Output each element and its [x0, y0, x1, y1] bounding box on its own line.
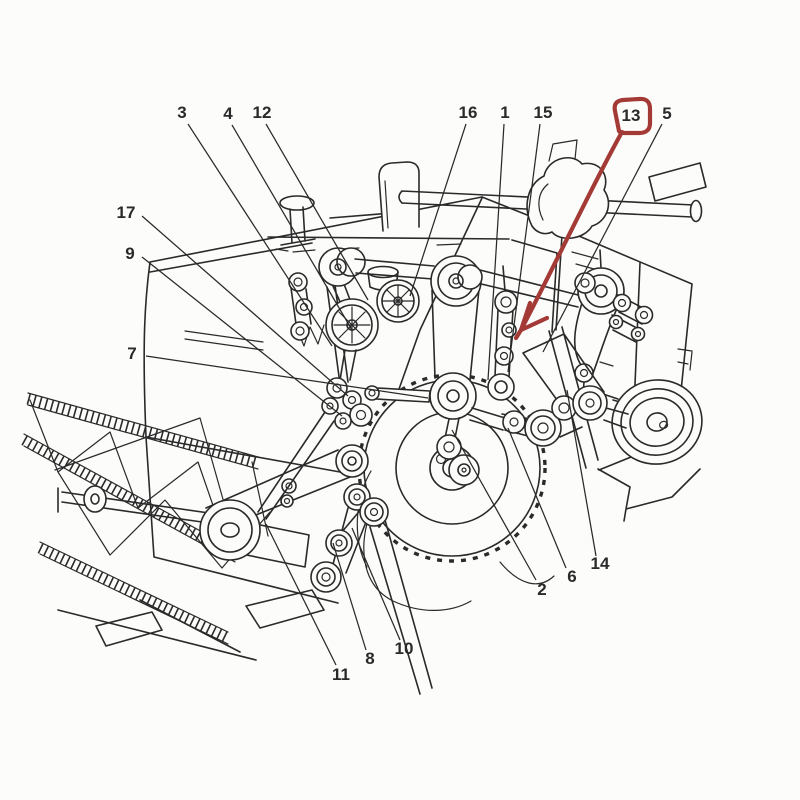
- callout-11: 11: [332, 665, 350, 684]
- leader-line-15: [507, 123, 541, 373]
- callout-9: 9: [125, 244, 134, 263]
- right-pulley-cluster: [573, 249, 654, 396]
- highlight-arrow-shaft: [518, 129, 625, 333]
- callout-12: 12: [253, 103, 272, 122]
- filler-cap: [279, 195, 315, 211]
- leader-line-12: [265, 123, 369, 301]
- callout-8: 8: [365, 649, 374, 668]
- tensioner-linkage: [487, 265, 518, 401]
- leader-line-8: [332, 542, 367, 651]
- header-drive-pulleys: [199, 444, 433, 695]
- lower-pulley-row: [501, 326, 629, 469]
- leader-line-11: [265, 523, 337, 666]
- crank-handle: [375, 387, 431, 403]
- leader-line-1: [487, 123, 505, 381]
- leader-line-4: [231, 124, 353, 331]
- leader-line-6: [507, 427, 567, 569]
- callout-4: 4: [223, 104, 233, 123]
- leader-line-10: [351, 527, 401, 641]
- callout-3: 3: [177, 103, 186, 122]
- callout-1: 1: [500, 103, 509, 122]
- leader-line-9: [141, 256, 343, 417]
- leader-line-3: [187, 123, 333, 347]
- callout-17: 17: [117, 203, 136, 222]
- callout-5: 5: [662, 104, 671, 123]
- left-pulley-cluster: [257, 247, 379, 520]
- callout-6: 6: [567, 567, 576, 586]
- header-reel-lattice: [21, 392, 325, 661]
- leader-line-17: [141, 215, 349, 397]
- callout-14: 14: [591, 554, 610, 573]
- callout-numbers: 3 4 12 16 1 15 13 5 17 9 7 2 6 14 11 8 1…: [117, 103, 672, 684]
- leader-line-16: [409, 123, 467, 297]
- leader-line-5: [542, 123, 663, 353]
- callout-15: 15: [534, 103, 553, 122]
- callout-10: 10: [395, 639, 414, 658]
- leader-line-7: [145, 355, 429, 399]
- leader-line-14: [566, 389, 597, 557]
- callout-13: 13: [622, 106, 641, 125]
- callout-2: 2: [537, 580, 546, 599]
- leader-lines: [141, 123, 663, 666]
- callout-7: 7: [127, 344, 136, 363]
- highlight-annotation: [513, 96, 653, 341]
- callout-16: 16: [459, 103, 478, 122]
- highlight-arrow-head: [513, 300, 550, 341]
- muffler: [526, 156, 610, 239]
- rear-wheel: [611, 379, 703, 465]
- leader-line-2: [451, 429, 537, 581]
